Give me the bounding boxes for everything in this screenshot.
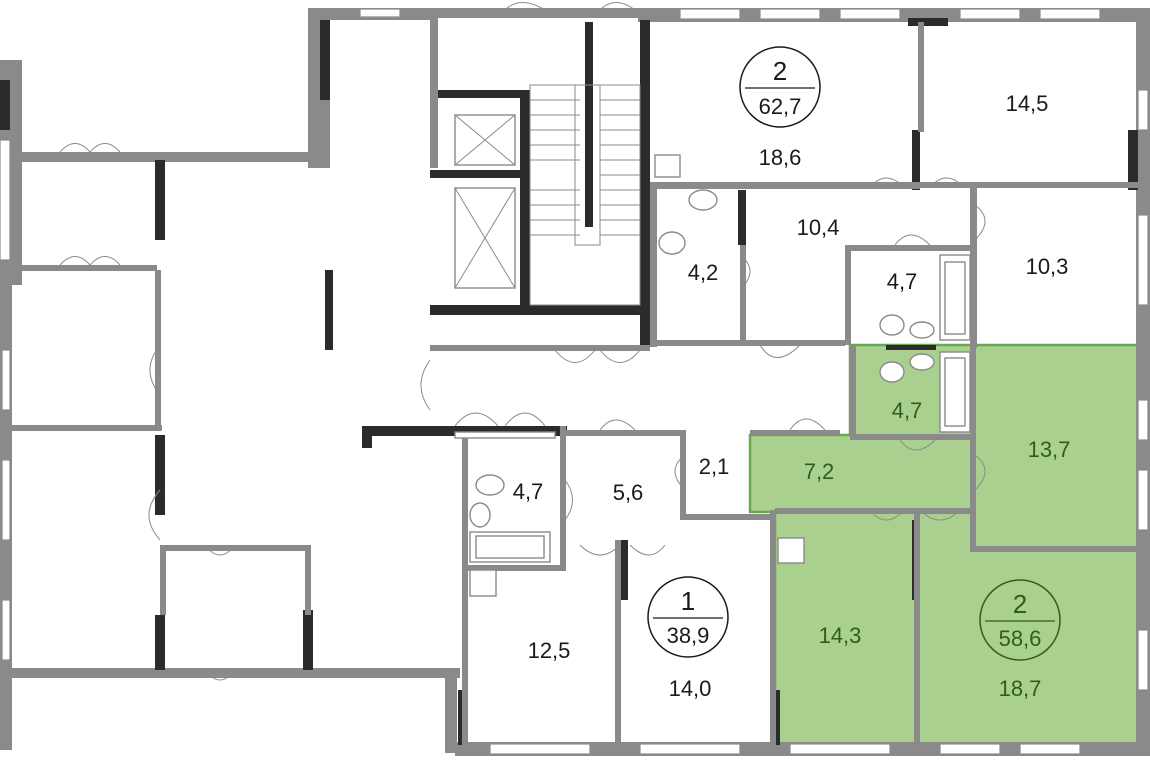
apartment-badge-c[interactable]: 2 58,6: [979, 579, 1061, 661]
room-area-label: 12,5: [528, 638, 571, 663]
doors: [59, 2, 986, 681]
room-area-label: 4,7: [892, 398, 923, 423]
apartment-rooms-b: 1: [681, 586, 695, 616]
apartment-badge-a[interactable]: 2 62,7: [739, 46, 821, 128]
room-area-label: 14,0: [669, 676, 712, 701]
room-area-label: 4,2: [688, 260, 719, 285]
room-area-label: 14,3: [819, 623, 862, 648]
apartment-total-area-a: 62,7: [759, 94, 802, 119]
room-area-label: 5,6: [613, 480, 644, 505]
room-labels: 18,6 4,2 10,4 14,5 10,3 4,7 4,7 13,7 7,2…: [513, 91, 1071, 701]
elevators: [454, 114, 516, 289]
partitions: [12, 18, 1138, 748]
apartment-badge-b[interactable]: 1 38,9: [647, 576, 729, 658]
apartment-rooms-c: 2: [1013, 589, 1027, 619]
room-area-label: 4,7: [513, 479, 544, 504]
room-area-label: 7,2: [804, 459, 835, 484]
windows: [0, 8, 1149, 755]
apartment-total-area-b: 38,9: [667, 623, 710, 648]
badge-circle: [979, 579, 1061, 661]
badge-circle: [739, 46, 821, 128]
badge-circle: [647, 576, 729, 658]
apartment-total-area-c: 58,6: [999, 626, 1042, 651]
room-area-label: 14,5: [1006, 91, 1049, 116]
room-area-label: 10,3: [1026, 254, 1069, 279]
room-area-label: 4,7: [887, 269, 918, 294]
room-area-label: 2,1: [699, 454, 730, 479]
staircase: [529, 84, 641, 306]
apartment-rooms-a: 2: [773, 56, 787, 86]
room-area-label: 18,7: [999, 676, 1042, 701]
room-area-label: 18,6: [759, 145, 802, 170]
fixtures: [454, 154, 971, 597]
room-area-label: 10,4: [797, 215, 840, 240]
room-area-label: 13,7: [1028, 437, 1071, 462]
structural-walls: [0, 18, 1138, 745]
